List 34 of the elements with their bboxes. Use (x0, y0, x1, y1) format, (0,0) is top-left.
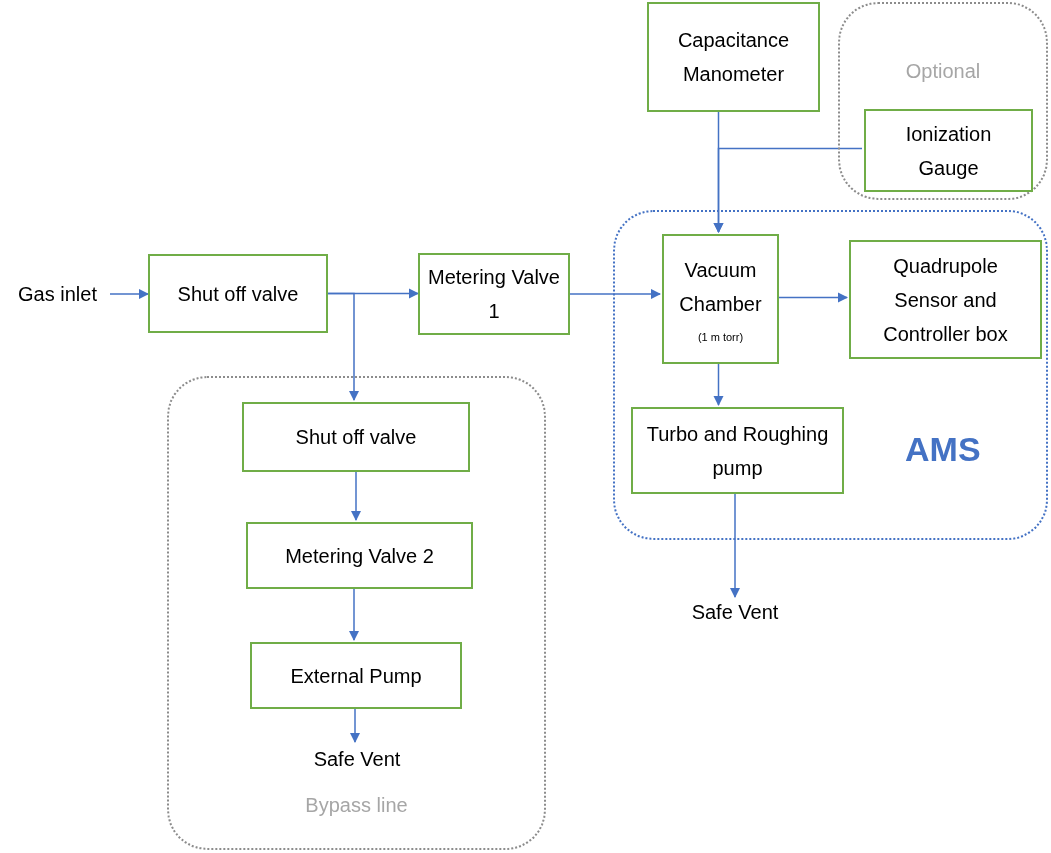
process-box (250, 642, 462, 709)
group-region (613, 210, 1048, 540)
process-box (864, 109, 1033, 192)
box-label: Capacitance Manometer (676, 28, 791, 87)
box-label: Turbo and Roughing pump (645, 421, 830, 481)
group-title: Optional (904, 59, 982, 84)
flow-label: Safe Vent (675, 597, 795, 627)
process-box (631, 407, 844, 494)
arrow (713, 147, 863, 234)
group-region (838, 2, 1048, 200)
process-box (246, 522, 473, 589)
box-label: Metering Valve 2 (285, 543, 434, 569)
group-region (167, 376, 546, 850)
process-box (662, 234, 779, 364)
box-label: Ionization Gauge (904, 121, 993, 181)
arrow (109, 288, 150, 300)
process-box (148, 254, 328, 333)
process-box (647, 2, 820, 112)
process-box (849, 240, 1042, 359)
group-title: Bypass line (304, 793, 409, 818)
box-label: Vacuum Chamber (678, 257, 763, 317)
process-box (242, 402, 470, 472)
flow-label: Safe Vent (297, 744, 417, 774)
box-label: Metering Valve 1 (428, 265, 560, 324)
box-label: Shut off valve (295, 425, 417, 450)
process-box (418, 253, 570, 335)
flow-label: Gas inlet (5, 280, 110, 308)
arrow (569, 288, 662, 300)
box-label: Quadrupole Sensor and Controller box (882, 253, 1009, 347)
arrow (327, 292, 360, 402)
group-title: AMS (905, 429, 981, 470)
box-label: Shut off valve (177, 281, 299, 307)
box-note: (1 m torr) (697, 329, 744, 345)
box-label: External Pump (290, 663, 422, 689)
